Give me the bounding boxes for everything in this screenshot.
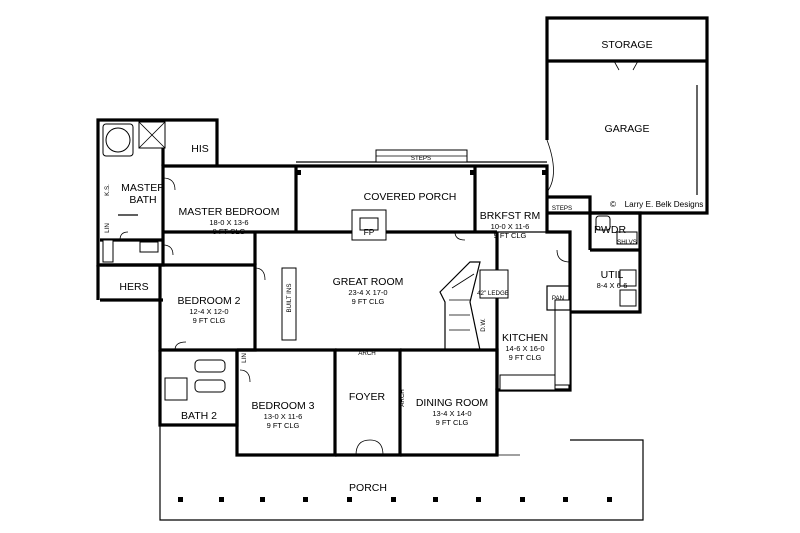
brkfst-rm-ceiling: 9 FT CLG — [494, 231, 527, 240]
dining-room-ceiling: 9 FT CLG — [436, 418, 469, 427]
pwdr-label: PWDR — [594, 224, 626, 236]
foyer-label: FOYER — [349, 391, 386, 403]
master-bedroom-label: MASTER BEDROOM — [179, 206, 280, 218]
copyright-symbol: © — [610, 200, 616, 209]
arch-side-label: ARCH — [399, 389, 406, 407]
pan-label: PAN — [552, 295, 564, 302]
bedroom3-ceiling: 9 FT CLG — [267, 421, 300, 430]
garage-label: GARAGE — [605, 123, 650, 135]
dw-label: D.W. — [480, 318, 487, 332]
fireplace-label: FP — [364, 227, 375, 237]
bath2-label: BATH 2 — [181, 410, 217, 422]
shlvs-label: SHLVS — [617, 239, 637, 246]
bedroom2-label: BEDROOM 2 — [177, 295, 240, 307]
kitchen-dims: 14-6 X 16-0 — [505, 344, 544, 353]
main-house-walls — [158, 149, 642, 457]
master-bath-label-2: BATH — [129, 194, 156, 206]
master-bath-label-1: MASTER — [121, 182, 165, 194]
util-dims: 8-4 X 6-6 — [597, 281, 628, 290]
ledge-label: 42" LEDGE — [477, 290, 509, 297]
great-room-label: GREAT ROOM — [333, 276, 404, 288]
dining-room-dims: 13-4 X 14-0 — [432, 409, 471, 418]
his-label: HIS — [191, 143, 209, 155]
bedroom3-dims: 13-0 X 11-6 — [264, 412, 303, 421]
ks-label: K.S. — [104, 184, 111, 196]
steps-side-label: STEPS — [552, 205, 572, 212]
great-room-ceiling: 9 FT CLG — [352, 297, 385, 306]
arch-top-label: ARCH — [358, 350, 376, 357]
steps-rear-label: STEPS — [411, 155, 431, 162]
designer-credit: Larry E. Belk Designs — [625, 200, 704, 209]
porch-label: PORCH — [349, 482, 387, 494]
covered-porch-label: COVERED PORCH — [364, 191, 457, 203]
built-ins-label: BUILT INS — [286, 284, 293, 313]
master-bedroom-dims: 18-0 X 13-6 — [209, 218, 248, 227]
lin-hall-label: LIN — [241, 353, 248, 363]
great-room-dims: 23-4 X 17-0 — [348, 288, 387, 297]
lin-master-label: LIN — [104, 223, 111, 233]
garage-block — [545, 16, 709, 215]
brkfst-rm-label: BRKFST RM — [480, 210, 540, 222]
kitchen-label: KITCHEN — [502, 332, 548, 344]
front-porch — [159, 170, 644, 521]
storage-label: STORAGE — [601, 39, 652, 51]
master-bedroom-ceiling: 9 FT CLG — [213, 227, 246, 236]
util-label: UTIL — [601, 269, 624, 281]
kitchen-ceiling: 9 FT CLG — [509, 353, 542, 362]
bedroom2-ceiling: 9 FT CLG — [193, 316, 226, 325]
bedroom2-dims: 12-4 X 12-0 — [189, 307, 228, 316]
hers-label: HERS — [119, 281, 148, 293]
bedroom3-label: BEDROOM 3 — [251, 400, 314, 412]
dining-room-label: DINING ROOM — [416, 397, 488, 409]
brkfst-rm-dims: 10-0 X 11-6 — [491, 222, 530, 231]
master-suite — [96, 118, 296, 302]
